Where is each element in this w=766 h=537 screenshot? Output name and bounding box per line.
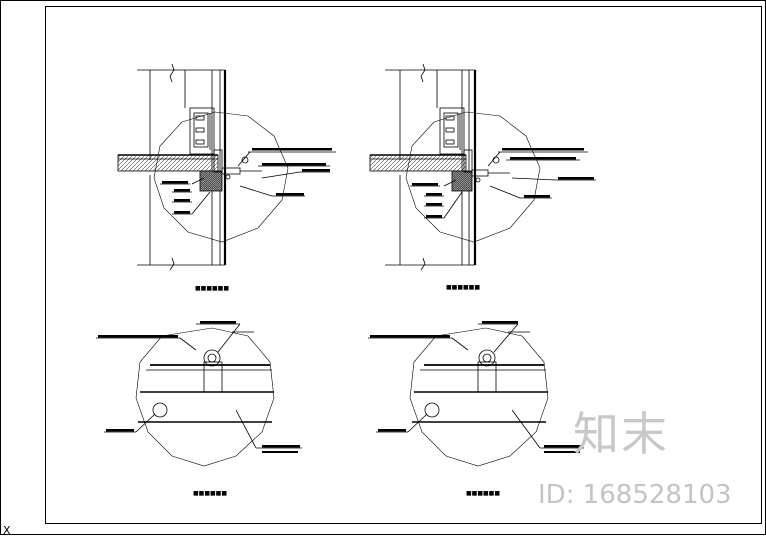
detail-node-3-label-bars bbox=[98, 321, 300, 453]
detail-node-4-label-bars bbox=[370, 321, 582, 453]
watermark-logo: 知末 bbox=[573, 407, 669, 461]
detail-node-1 bbox=[117, 63, 336, 271]
inner-border bbox=[45, 6, 762, 524]
detail-node-3 bbox=[96, 323, 302, 467]
caption-node-1: ■■■■■■ bbox=[195, 285, 230, 292]
caption-node-2: ■■■■■■ bbox=[446, 284, 481, 291]
detail-node-2-label-bars bbox=[412, 148, 594, 218]
origin-marker-icon: X bbox=[3, 524, 11, 537]
watermark-id: ID: 168528103 bbox=[538, 480, 732, 510]
caption-node-4: ■■■■■■ bbox=[466, 490, 501, 497]
detail-node-1-label-bars bbox=[162, 148, 332, 214]
caption-node-3: ■■■■■■ bbox=[193, 490, 228, 497]
detail-node-4 bbox=[368, 323, 584, 467]
detail-node-2 bbox=[369, 63, 596, 271]
